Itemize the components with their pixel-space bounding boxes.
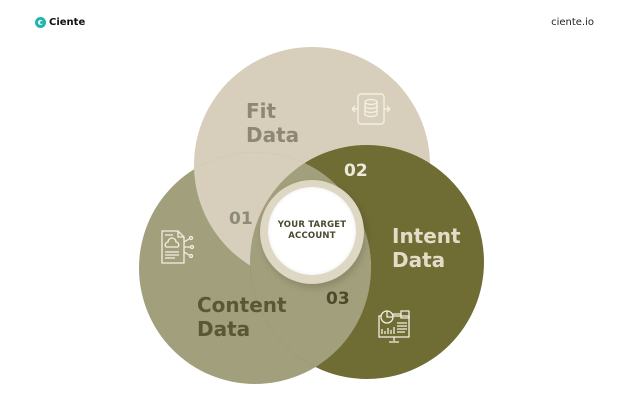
ciente-logo-icon: [35, 17, 46, 28]
site-url: ciente.io: [551, 17, 594, 28]
cloud-document-icon: [161, 230, 195, 264]
center-label-line1: YOUR TARGET: [277, 220, 347, 230]
number-02: 02: [344, 161, 368, 181]
number-01: 01: [229, 209, 253, 229]
content-data-label: Content Data: [197, 293, 287, 341]
header-logo[interactable]: Ciente: [35, 17, 85, 28]
brand-name: Ciente: [49, 17, 86, 28]
center-label-line2: ACCOUNT: [288, 231, 336, 241]
intent-data-label: Intent Data: [392, 224, 461, 272]
number-03: 03: [326, 289, 350, 309]
database-arrows-icon: [351, 93, 391, 125]
fit-data-label: Fit Data: [246, 99, 300, 147]
target-account-center: YOUR TARGET ACCOUNT: [268, 187, 356, 275]
analytics-monitor-icon: [378, 310, 410, 343]
